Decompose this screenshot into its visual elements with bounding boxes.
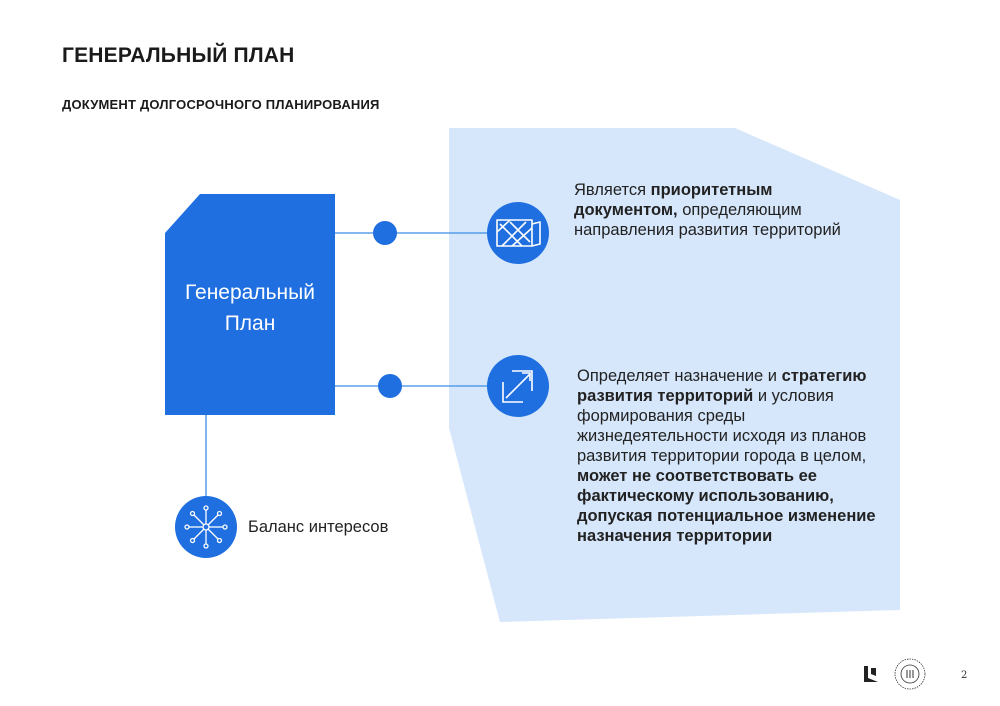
light-blue-panel — [449, 128, 900, 622]
document-shape — [165, 194, 335, 415]
connector-dot-1 — [373, 221, 397, 245]
document-label-line1: Генеральный — [185, 281, 315, 304]
balance-label: Баланс интересов — [248, 518, 389, 536]
map-icon — [487, 202, 549, 264]
network-icon — [175, 496, 237, 558]
expand-arrow-icon — [487, 355, 549, 417]
document-label: Генеральный План — [165, 277, 335, 339]
page-subtitle: ДОКУМЕНТ ДОЛГОСРОЧНОГО ПЛАНИРОВАНИЯ — [62, 97, 380, 112]
institute-logo-icon — [864, 666, 878, 682]
institute-seal-icon — [894, 658, 926, 690]
connector-dot-2 — [378, 374, 402, 398]
page-number: 2 — [961, 670, 968, 681]
document-label-line2: План — [224, 312, 276, 335]
item1-text: Является приоритетным документом, опреде… — [574, 181, 841, 239]
item2-text: Определяет назначение и стратегию развит… — [577, 367, 876, 545]
page-title: ГЕНЕРАЛЬНЫЙ ПЛАН — [62, 44, 295, 67]
